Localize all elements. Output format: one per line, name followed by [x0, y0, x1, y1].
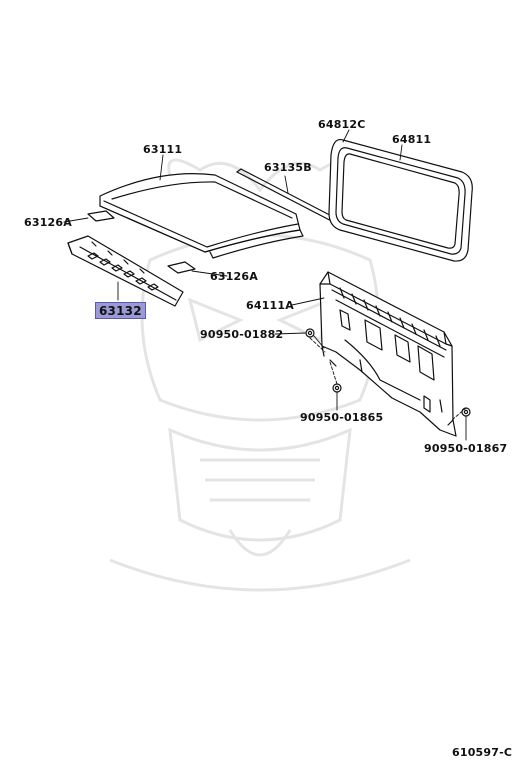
label-63126a-left[interactable]: 63126A — [24, 216, 72, 229]
roof-panel — [99, 173, 304, 259]
nut-01865 — [332, 383, 342, 393]
label-64811[interactable]: 64811 — [392, 133, 432, 146]
label-63132-highlighted[interactable]: 63132 — [95, 302, 146, 319]
back-window-glass — [328, 138, 473, 262]
back-panel — [319, 271, 457, 437]
label-90950-01865[interactable]: 90950-01865 — [300, 411, 384, 424]
label-64111a[interactable]: 64111A — [246, 299, 294, 312]
label-63126a-right[interactable]: 63126A — [210, 270, 258, 283]
bolt-01882 — [305, 328, 315, 338]
label-63111[interactable]: 63111 — [143, 143, 183, 156]
install-dashed-lines — [309, 337, 467, 421]
label-90950-01882[interactable]: 90950-01882 — [200, 328, 284, 341]
roof-pad-left — [87, 210, 115, 222]
label-90950-01867[interactable]: 90950-01867 — [424, 442, 508, 455]
label-64812c[interactable]: 64812C — [318, 118, 366, 131]
roof-pad-right — [167, 261, 196, 274]
label-63135b[interactable]: 63135B — [264, 161, 312, 174]
samurai-watermark — [109, 158, 411, 592]
roof-header-panel — [67, 235, 184, 307]
leader-lines — [63, 129, 467, 441]
nut-01867 — [461, 407, 471, 417]
diagram-code: 610597-C — [452, 746, 513, 759]
